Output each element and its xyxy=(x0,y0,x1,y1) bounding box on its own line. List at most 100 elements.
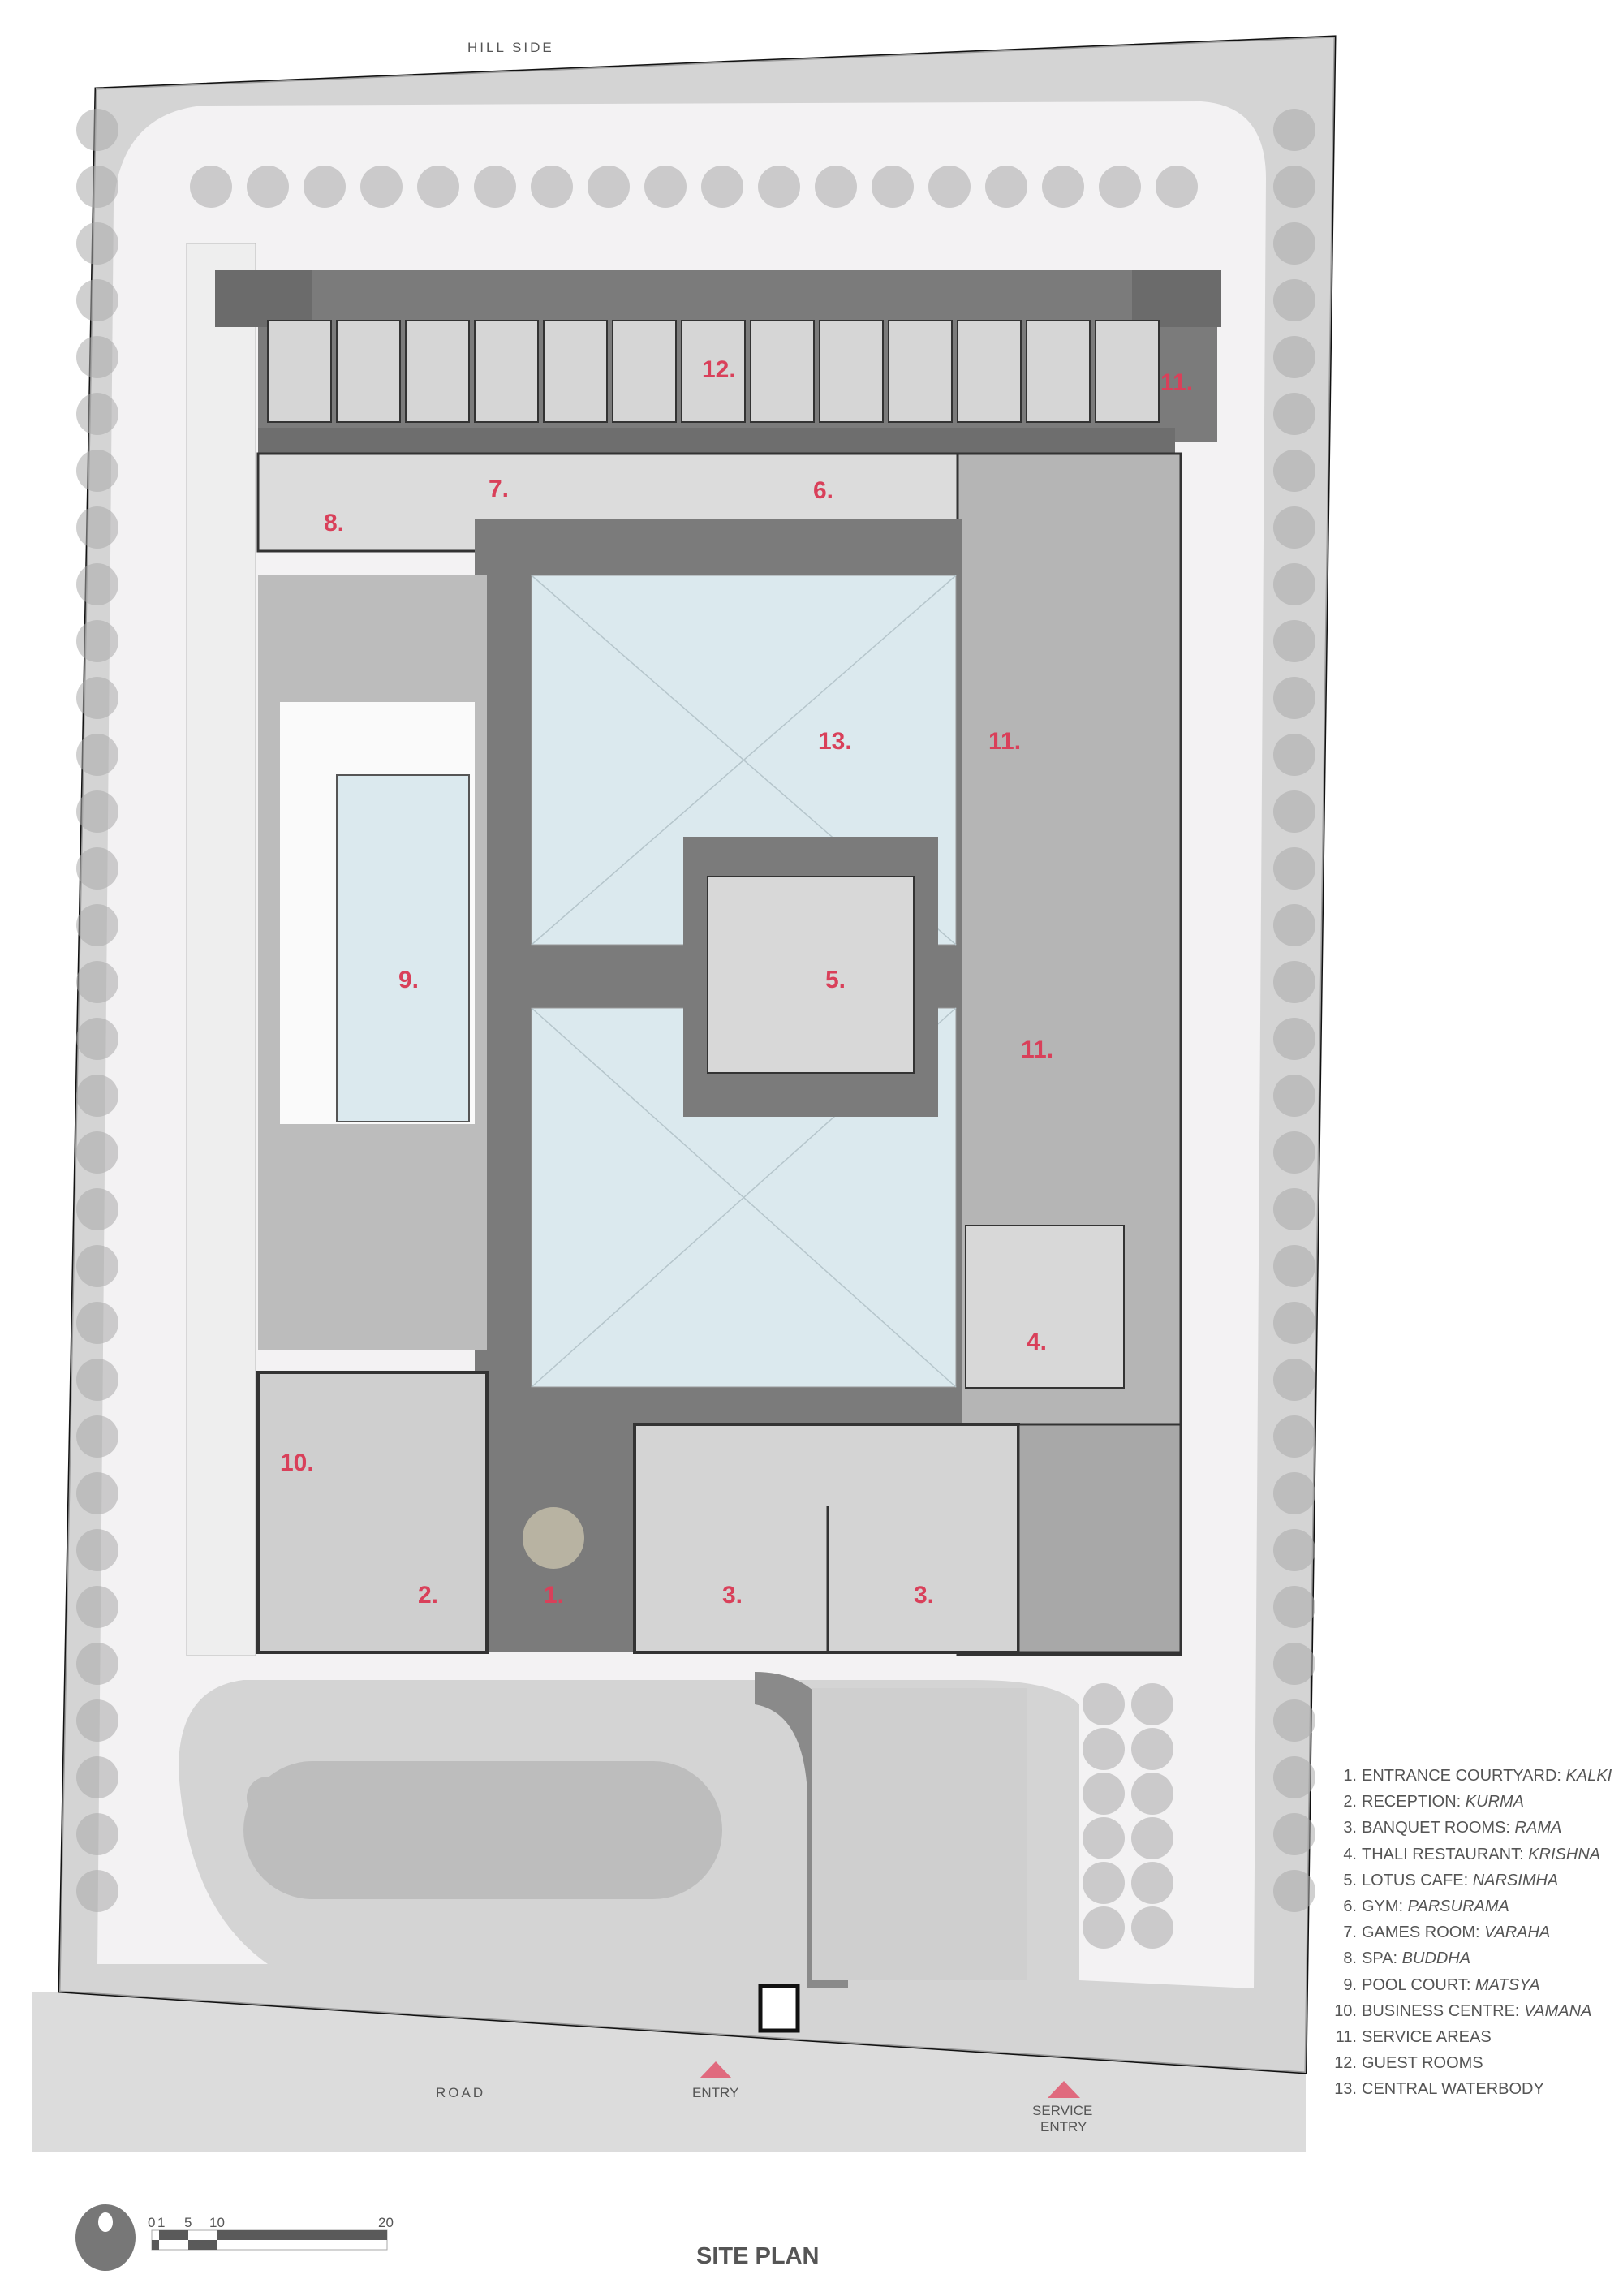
tree-icon xyxy=(1131,1683,1173,1725)
legend-item: 6.GYM: PARSURAMA xyxy=(1331,1893,1612,1919)
legend-item: 1.ENTRANCE COURTYARD: KALKI xyxy=(1331,1763,1612,1789)
legend-number: 13. xyxy=(1334,2080,1357,2099)
legend-item: 8. SPA: BUDDHA xyxy=(1331,1945,1612,1971)
tree-icon xyxy=(1273,1813,1315,1855)
tree-icon xyxy=(701,166,743,208)
tree-icon xyxy=(76,1813,118,1855)
legend: 1.ENTRANCE COURTYARD: KALKI 2.RECEPTION:… xyxy=(1331,1763,1612,2103)
swimming-pool xyxy=(336,774,470,1122)
drop-off-garden xyxy=(243,1761,722,1899)
service-entry-marker-icon xyxy=(1048,2081,1080,2098)
tree-icon xyxy=(1273,1245,1315,1287)
label-pool-court: 9. xyxy=(398,967,419,993)
tree-icon xyxy=(76,1018,118,1060)
tree-icon xyxy=(1273,1018,1315,1060)
water-diagonals xyxy=(531,575,957,1388)
guest-corridor xyxy=(258,428,1175,454)
legend-deity: PARSURAMA xyxy=(1407,1898,1509,1916)
service-entry-label-2: ENTRY xyxy=(1040,2119,1087,2134)
tree-icon xyxy=(1273,279,1315,321)
tree-icon xyxy=(815,166,857,208)
tree-icon xyxy=(76,166,118,208)
tree-icon xyxy=(1083,1773,1125,1815)
guest-room xyxy=(888,320,953,423)
guest-room xyxy=(267,320,332,423)
tree-icon xyxy=(76,961,118,1003)
entry-label: ENTRY xyxy=(692,2085,738,2100)
legend-item: 11.SERVICE AREAS xyxy=(1331,2024,1612,2050)
legend-name: SERVICE AREAS xyxy=(1362,2028,1492,2047)
legend-deity: KALKI xyxy=(1565,1767,1612,1785)
tree-icon xyxy=(531,166,573,208)
legend-deity: MATSYA xyxy=(1475,1975,1540,1994)
label-gym: 6. xyxy=(813,477,833,504)
tree-icon xyxy=(1131,1728,1173,1770)
label-lotus-cafe: 5. xyxy=(825,967,846,993)
scale-bar: 0 1 5 10 20 xyxy=(148,2215,394,2251)
tree-icon xyxy=(1273,620,1315,662)
label-banquet-2: 3. xyxy=(914,1582,934,1609)
tree-icon xyxy=(985,166,1027,208)
tree-icon xyxy=(360,166,403,208)
entrance-tree xyxy=(523,1507,584,1569)
tree-icon xyxy=(1083,1728,1125,1770)
stair-right xyxy=(1132,270,1221,327)
stair-left xyxy=(215,270,312,327)
tree-icon xyxy=(247,166,289,208)
legend-item: 4.THALI RESTAURANT: KRISHNA xyxy=(1331,1842,1612,1867)
scale-tick-1: 1 xyxy=(157,2215,165,2230)
legend-name: SPA: xyxy=(1362,1949,1402,1968)
legend-item: 13.CENTRAL WATERBODY xyxy=(1331,2076,1612,2102)
tree-icon xyxy=(928,166,971,208)
tree-icon xyxy=(1273,1415,1315,1458)
entry-marker-icon xyxy=(700,2061,732,2078)
legend-name: GAMES ROOM: xyxy=(1362,1923,1485,1942)
tree-icon xyxy=(76,222,118,265)
tree-icon xyxy=(76,1415,118,1458)
tree-icon xyxy=(1273,1586,1315,1628)
legend-name: RECEPTION: xyxy=(1362,1793,1466,1811)
scale-tick-0: 0 xyxy=(148,2215,155,2230)
tree-icon xyxy=(758,166,800,208)
legend-item: 9.POOL COURT: MATSYA xyxy=(1331,1972,1612,1998)
label-thali-restaurant: 4. xyxy=(1027,1329,1047,1355)
tree-icon xyxy=(76,1699,118,1742)
tree-icon xyxy=(76,1075,118,1117)
legend-name: THALI RESTAURANT: xyxy=(1362,1845,1529,1863)
legend-item: 2.RECEPTION: KURMA xyxy=(1331,1789,1612,1815)
tree-icon xyxy=(1273,222,1315,265)
legend-name: ENTRANCE COURTYARD: xyxy=(1362,1767,1566,1785)
legend-deity: NARSIMHA xyxy=(1472,1871,1559,1889)
tree-icon xyxy=(1273,450,1315,492)
legend-number: 7. xyxy=(1343,1923,1357,1942)
tree-icon xyxy=(76,279,118,321)
tree-icon xyxy=(1156,166,1198,208)
tree-icon xyxy=(1273,506,1315,549)
scale-tick-5: 5 xyxy=(184,2215,192,2230)
tree-icon xyxy=(76,1586,118,1628)
legend-number: 12. xyxy=(1334,2054,1357,2073)
legend-number: 5. xyxy=(1343,1871,1357,1889)
tree-icon xyxy=(76,109,118,151)
drawing-title: SITE PLAN xyxy=(696,2243,820,2269)
guest-room xyxy=(612,320,677,423)
label-service-area-2: 11. xyxy=(988,728,1021,755)
tree-icon xyxy=(1273,1870,1315,1912)
tree-icon xyxy=(1131,1773,1173,1815)
legend-name: LOTUS CAFE: xyxy=(1362,1871,1473,1889)
tree-icon xyxy=(76,677,118,719)
tree-icon xyxy=(76,1472,118,1514)
tree-icon xyxy=(76,847,118,890)
tree-icon xyxy=(1273,336,1315,378)
tree-icon xyxy=(76,506,118,549)
label-service-area-1: 11. xyxy=(1160,369,1193,396)
legend-deity: BUDDHA xyxy=(1401,1949,1471,1968)
legend-deity: KRISHNA xyxy=(1528,1845,1601,1863)
label-business-centre: 10. xyxy=(280,1450,314,1476)
north-arrow-dot xyxy=(98,2212,113,2232)
guest-room xyxy=(543,320,608,423)
legend-item: 10.BUSINESS CENTRE: VAMANA xyxy=(1331,1998,1612,2024)
legend-item: 7.GAMES ROOM: VARAHA xyxy=(1331,1919,1612,1945)
legend-number: 8. xyxy=(1343,1949,1357,1968)
tree-icon xyxy=(1273,1472,1315,1514)
